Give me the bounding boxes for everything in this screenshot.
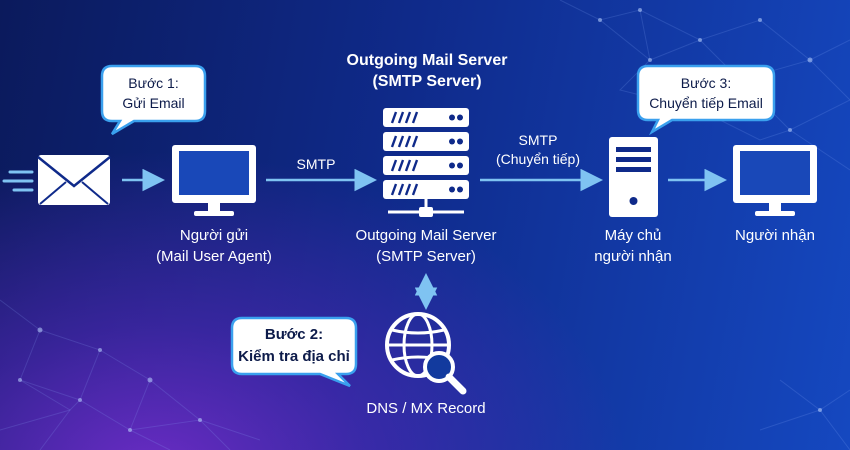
- smtp-server-rack-icon: [383, 108, 469, 217]
- step2-bubble: [230, 316, 358, 388]
- diagram-title: Outgoing Mail Server (SMTP Server): [297, 50, 557, 92]
- step1-description: Gửi Email: [122, 95, 185, 111]
- globe-search-icon: [385, 312, 467, 395]
- dns-label: DNS / MX Record: [326, 398, 526, 419]
- step2-description: Kiểm tra địa chỉ: [238, 348, 350, 365]
- smtp-server-label-line1: Outgoing Mail Server: [355, 227, 497, 244]
- diagram-title-line2: (SMTP Server): [372, 73, 482, 90]
- sender-label: Người gửi (Mail User Agent): [124, 225, 304, 267]
- dns-label-line1: DNS / MX Record: [366, 400, 486, 417]
- recipient-monitor-icon: [733, 145, 817, 216]
- smtp-server-label-line2: (SMTP Server): [376, 248, 476, 265]
- edge-label-sender-smtp: SMTP: [296, 156, 336, 172]
- step3-text: Bước 3: Chuyển tiếp Email: [638, 73, 774, 113]
- recipient-label-line1: Người nhận: [735, 227, 815, 244]
- step1-label: Bước 1:: [128, 75, 179, 91]
- step1-bubble: [100, 64, 207, 136]
- sender-monitor-icon: [172, 145, 256, 216]
- recipient-server-label-line1: Máy chủ: [604, 227, 662, 244]
- step2-label: Bước 2:: [264, 326, 324, 343]
- step3-label: Bước 3:: [680, 75, 732, 91]
- sender-label-line2: (Mail User Agent): [156, 248, 272, 265]
- recipient-server-label: Máy chủ người nhận: [573, 225, 693, 267]
- recipient-server-tower-icon: [609, 137, 658, 217]
- edge-label-smtp-relay-line2: (Chuyển tiếp): [495, 151, 581, 167]
- step1-text: Bước 1: Gửi Email: [102, 73, 205, 113]
- step3-bubble: [636, 64, 776, 136]
- envelope-icon: [2, 155, 111, 205]
- diagram-title-line1: Outgoing Mail Server: [346, 52, 508, 69]
- edge-label-smtp-relay-line1: SMTP: [518, 132, 558, 148]
- smtp-server-label: Outgoing Mail Server (SMTP Server): [316, 225, 536, 267]
- recipient-server-label-line2: người nhận: [594, 248, 672, 265]
- sender-label-line1: Người gửi: [179, 227, 249, 244]
- step2-text: Bước 2: Kiểm tra địa chỉ: [232, 324, 356, 368]
- edge-label-smtp-relay: SMTP (Chuyển tiếp): [478, 131, 598, 169]
- recipient-label: Người nhận: [715, 225, 835, 246]
- step3-description: Chuyển tiếp Email: [649, 95, 763, 111]
